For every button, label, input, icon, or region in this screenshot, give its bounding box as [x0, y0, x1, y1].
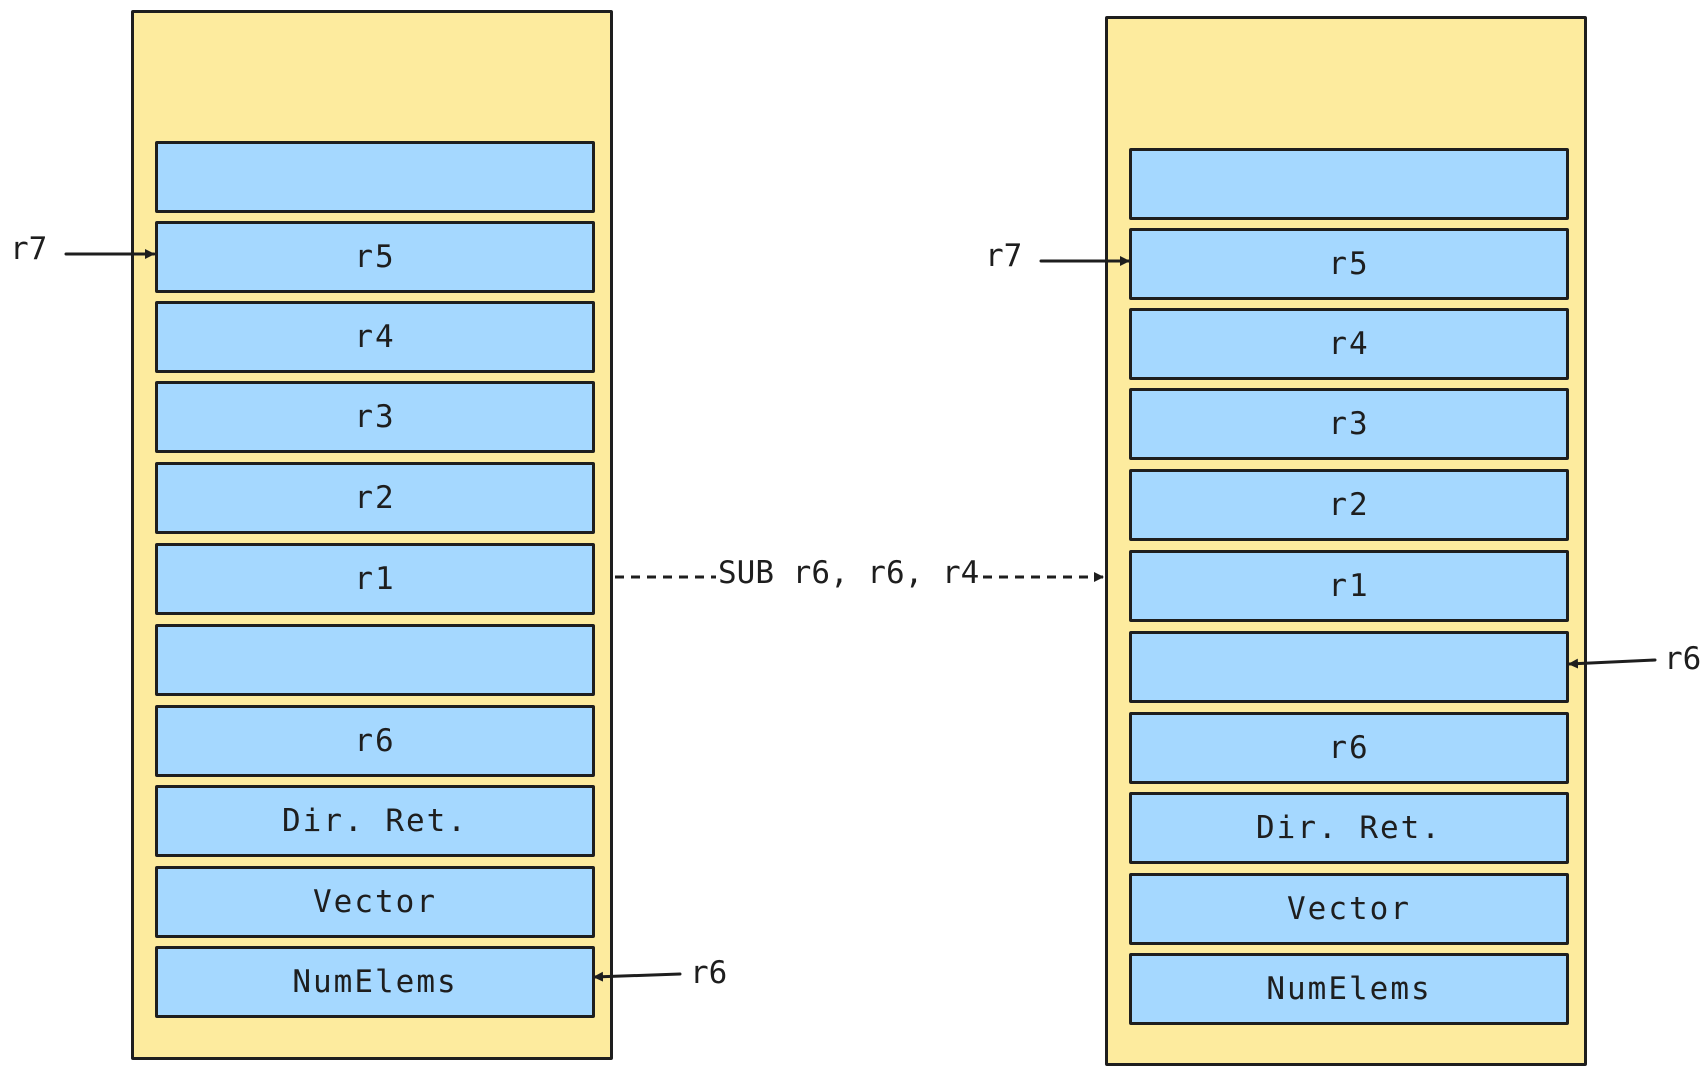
stack-slot-r2: r2	[1129, 469, 1569, 541]
stack-slot-numelems: NumElems	[155, 946, 595, 1018]
stack-slot-r3: r3	[155, 381, 595, 453]
stack-slot-r4: r4	[155, 301, 595, 373]
stack-slot-r3: r3	[1129, 388, 1569, 460]
instruction-label: SUB r6, r6, r4	[716, 555, 982, 591]
stack-slot-r6: r6	[155, 705, 595, 777]
stack-slot-empty-top	[155, 141, 595, 213]
stack-slot-dir-ret: Dir. Ret.	[1129, 792, 1569, 864]
stack-slot-vector: Vector	[155, 866, 595, 938]
r6-pointer-label-before: r6	[690, 955, 728, 991]
stack-slot-r5: r5	[155, 221, 595, 293]
r7-pointer-label-before: r7	[10, 231, 48, 267]
stack-slot-r6: r6	[1129, 712, 1569, 784]
r7-pointer-label-after: r7	[985, 238, 1023, 274]
stack-slot-numelems: NumElems	[1129, 953, 1569, 1025]
r6-pointer-label-after: r6	[1664, 641, 1702, 677]
stack-slot-dir-ret: Dir. Ret.	[155, 785, 595, 857]
stack-before: r5 r4 r3 r2 r1 r6 Dir. Ret. Vector NumEl…	[131, 10, 613, 1060]
stack-slot-empty-mid	[1129, 631, 1569, 703]
stack-slot-r1: r1	[155, 543, 595, 615]
stack-slot-r4: r4	[1129, 308, 1569, 380]
stack-slot-r1: r1	[1129, 550, 1569, 622]
stack-slot-empty-top	[1129, 148, 1569, 220]
stack-after: r5 r4 r3 r2 r1 r6 Dir. Ret. Vector NumEl…	[1105, 16, 1587, 1066]
stack-slot-r2: r2	[155, 462, 595, 534]
stack-slot-empty-mid	[155, 624, 595, 696]
stack-slot-r5: r5	[1129, 228, 1569, 300]
stack-slot-vector: Vector	[1129, 873, 1569, 945]
